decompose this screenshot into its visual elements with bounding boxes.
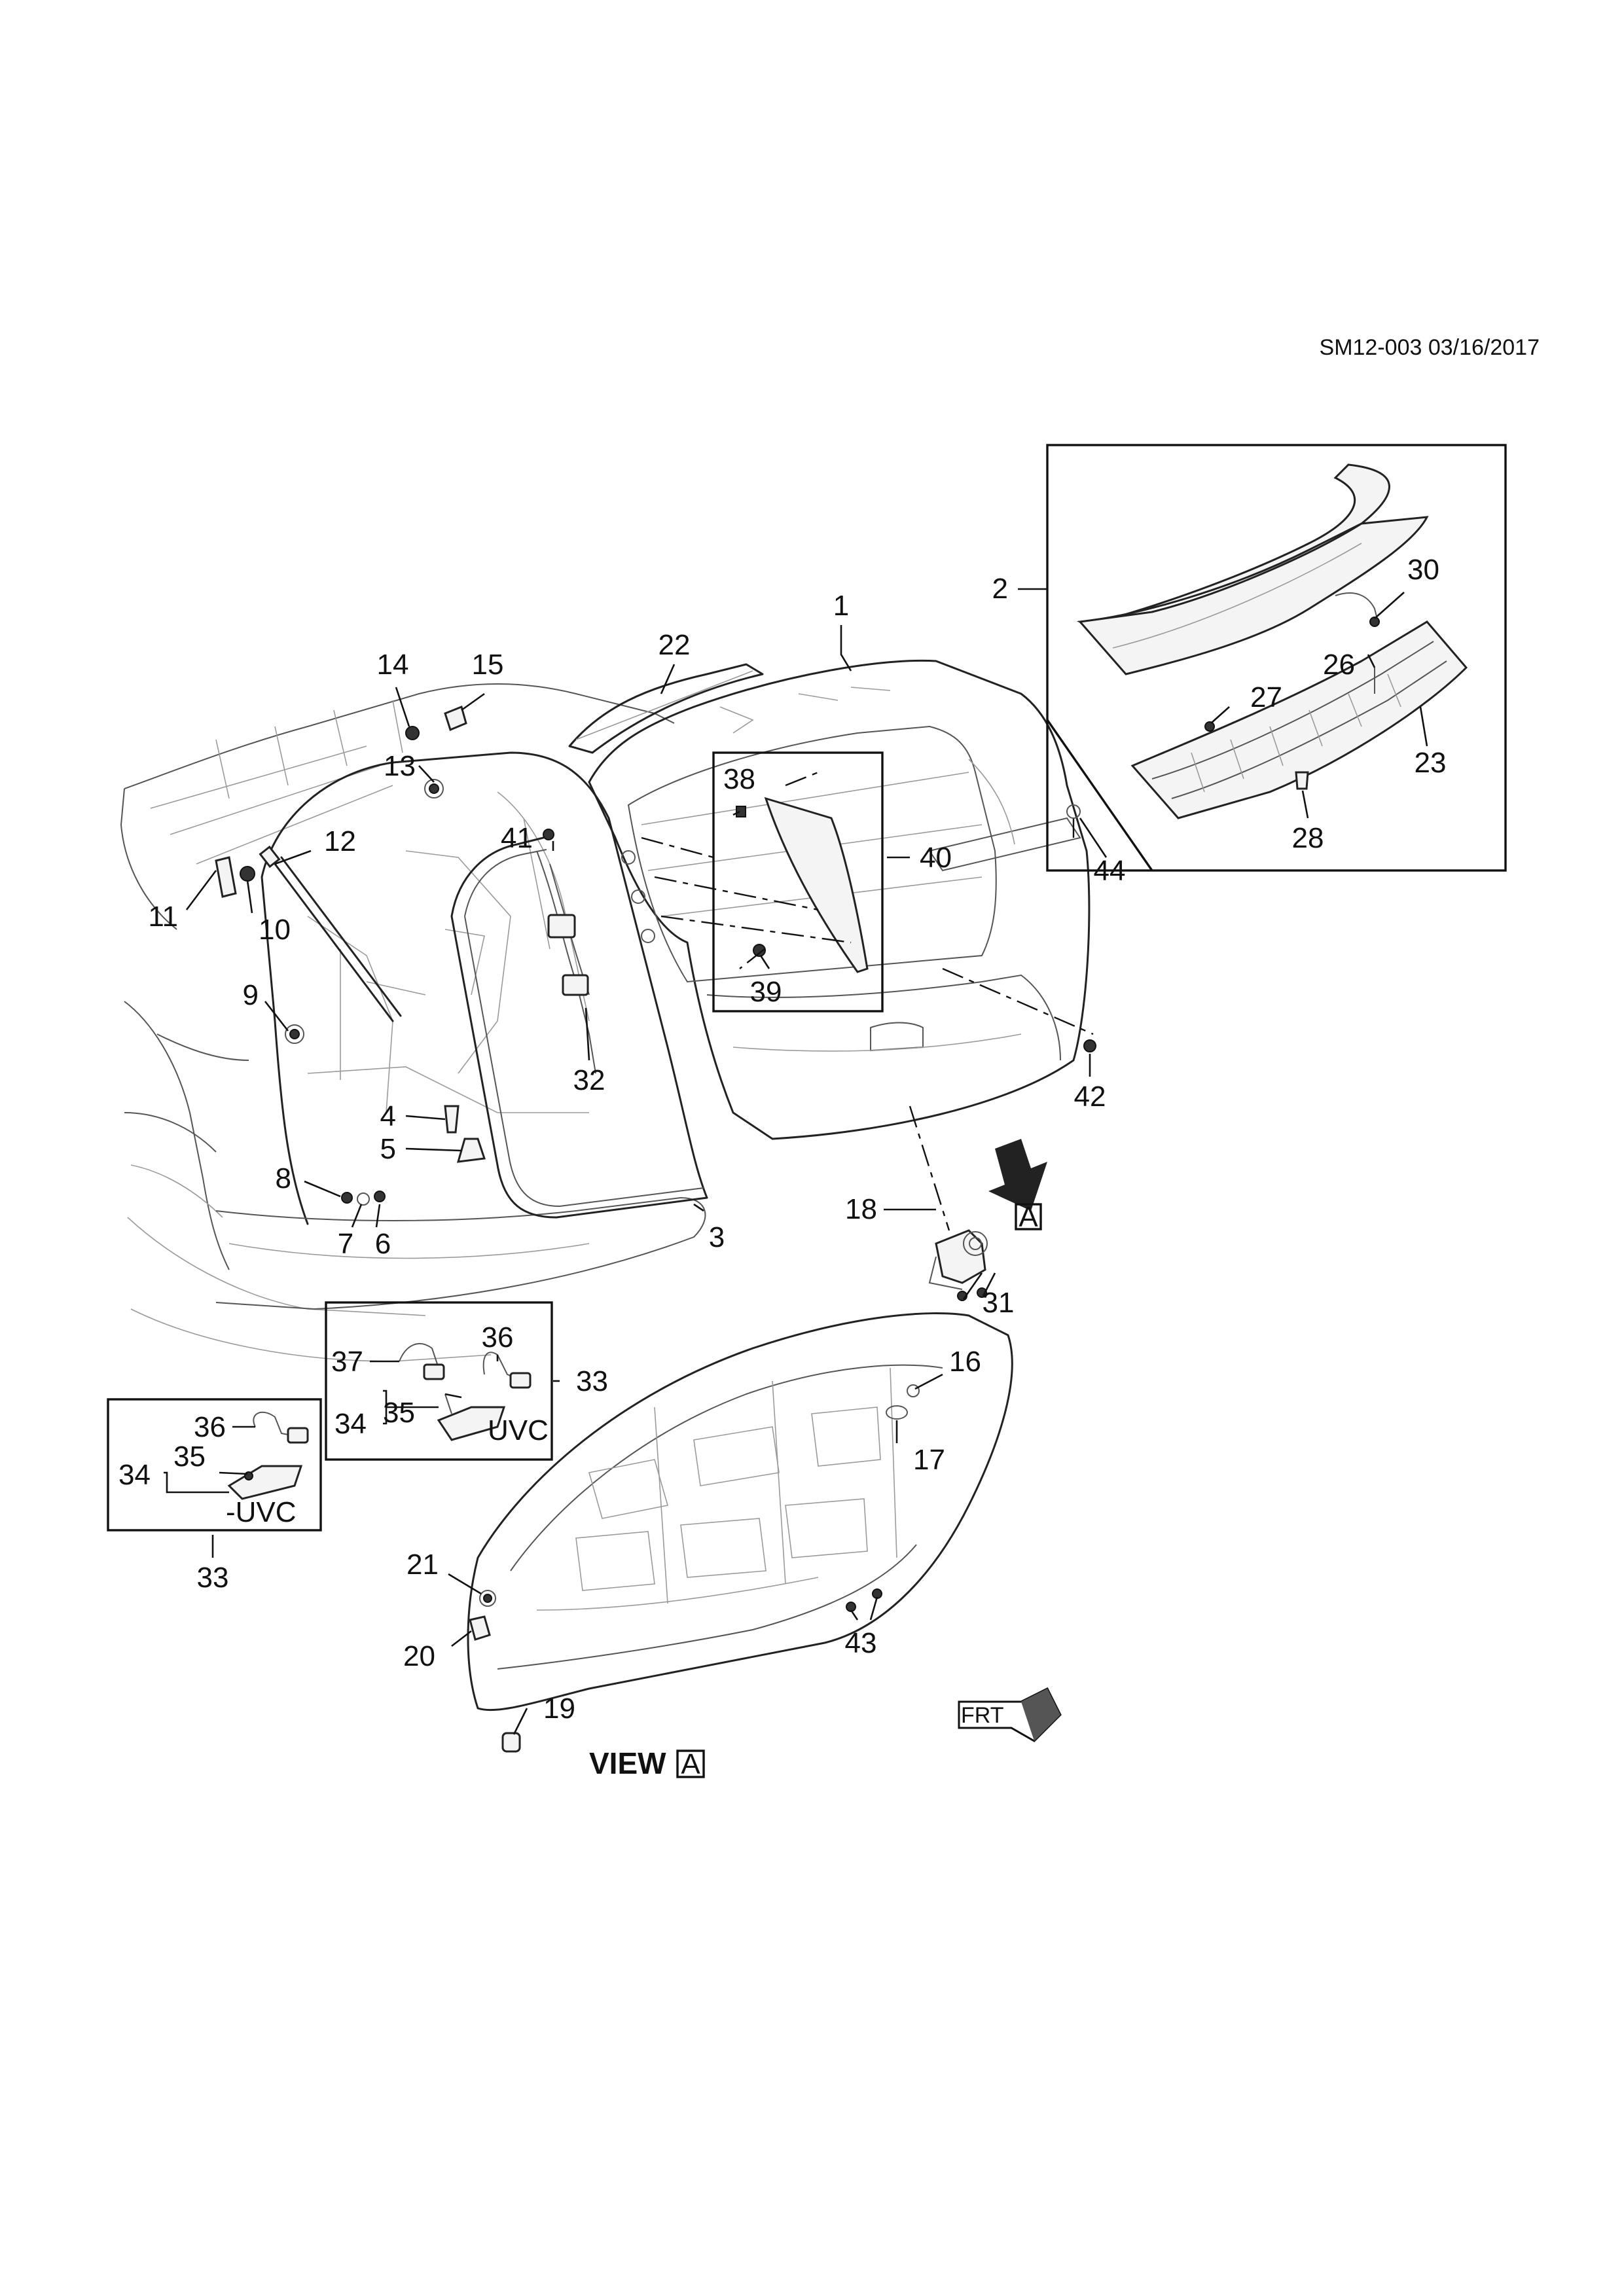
callout-27: 27 bbox=[1250, 681, 1282, 713]
callout-44: 44 bbox=[1094, 855, 1126, 887]
callout-28: 28 bbox=[1292, 822, 1324, 854]
variant-no-uvc: -UVC bbox=[226, 1496, 297, 1528]
view-arrow-marker: A bbox=[1019, 1201, 1038, 1233]
gate-fasteners bbox=[543, 804, 1096, 1052]
callout-22: 22 bbox=[659, 629, 691, 661]
camera-inset-uvc bbox=[325, 1301, 553, 1461]
gas-strut bbox=[259, 845, 402, 1022]
callout-12: 12 bbox=[324, 825, 356, 857]
callout-2: 2 bbox=[992, 573, 1008, 605]
callout-34-no-uvc: 34 bbox=[118, 1459, 151, 1491]
callout-32: 32 bbox=[573, 1064, 605, 1096]
view-label-text: VIEW bbox=[589, 1746, 666, 1780]
callout-7: 7 bbox=[338, 1228, 353, 1260]
callout-39: 39 bbox=[750, 976, 782, 1008]
callout-33-uvc: 33 bbox=[576, 1365, 608, 1397]
upper-fasteners bbox=[405, 705, 467, 798]
callout-14: 14 bbox=[377, 649, 409, 681]
callout-26: 26 bbox=[1323, 649, 1355, 681]
callout-35-no-uvc: 35 bbox=[173, 1441, 206, 1473]
callout-4: 4 bbox=[380, 1100, 396, 1132]
callout-18: 18 bbox=[845, 1193, 877, 1225]
lower-fasteners bbox=[341, 1105, 486, 1206]
camera-inset-no-uvc bbox=[107, 1398, 322, 1532]
callout-8: 8 bbox=[276, 1162, 291, 1194]
leader-lines bbox=[164, 588, 1428, 1735]
latch-assembly bbox=[928, 1229, 988, 1301]
callout-10: 10 bbox=[259, 914, 291, 946]
callout-19: 19 bbox=[543, 1693, 575, 1725]
callout-16: 16 bbox=[949, 1346, 981, 1378]
callout-9: 9 bbox=[243, 979, 259, 1011]
variant-uvc: UVC bbox=[488, 1414, 549, 1446]
callout-23: 23 bbox=[1415, 747, 1447, 779]
callout-1: 1 bbox=[833, 590, 849, 622]
view-label-marker: A bbox=[681, 1748, 700, 1780]
callout-3: 3 bbox=[709, 1221, 725, 1253]
diagram-reference: SM12-003 03/16/2017 bbox=[1320, 335, 1540, 360]
callout-34-uvc: 34 bbox=[334, 1408, 367, 1440]
callout-15: 15 bbox=[472, 649, 504, 681]
view-direction-arrow: A bbox=[988, 1139, 1047, 1233]
liftgate-panel bbox=[588, 659, 1091, 1140]
trim-inset-box bbox=[712, 751, 884, 1013]
callout-42: 42 bbox=[1074, 1081, 1106, 1113]
callout-20: 20 bbox=[403, 1640, 435, 1672]
callout-40: 40 bbox=[920, 842, 952, 874]
callout-36-uvc: 36 bbox=[482, 1321, 514, 1354]
callout-43: 43 bbox=[845, 1627, 877, 1659]
callout-5: 5 bbox=[380, 1133, 396, 1165]
vehicle-body bbox=[120, 663, 764, 1362]
callout-36-no-uvc: 36 bbox=[194, 1411, 226, 1443]
callout-6: 6 bbox=[375, 1228, 391, 1260]
inner-liftgate-view bbox=[467, 1312, 1013, 1753]
callout-31: 31 bbox=[983, 1287, 1015, 1319]
callout-35-uvc: 35 bbox=[383, 1397, 415, 1429]
callout-17: 17 bbox=[913, 1444, 945, 1476]
callout-41: 41 bbox=[501, 822, 533, 854]
front-marker: FRT bbox=[961, 1703, 1003, 1728]
view-label: VIEW A bbox=[589, 1746, 705, 1780]
callout-numbers: 1 2 3 4 5 6 7 8 9 10 11 12 13 14 15 16 1… bbox=[118, 554, 1446, 1725]
callout-11: 11 bbox=[148, 901, 178, 933]
callout-37: 37 bbox=[331, 1346, 363, 1378]
callout-21: 21 bbox=[406, 1549, 439, 1581]
callout-13: 13 bbox=[384, 750, 416, 782]
spoiler-inset bbox=[1046, 444, 1507, 872]
assembly-lines bbox=[641, 771, 1094, 1231]
callout-30: 30 bbox=[1407, 554, 1439, 586]
hinge-assembly bbox=[215, 856, 304, 1044]
front-direction-arrow: FRT bbox=[958, 1687, 1062, 1742]
callout-38: 38 bbox=[723, 763, 755, 795]
callout-33-no-uvc: 33 bbox=[197, 1562, 229, 1594]
